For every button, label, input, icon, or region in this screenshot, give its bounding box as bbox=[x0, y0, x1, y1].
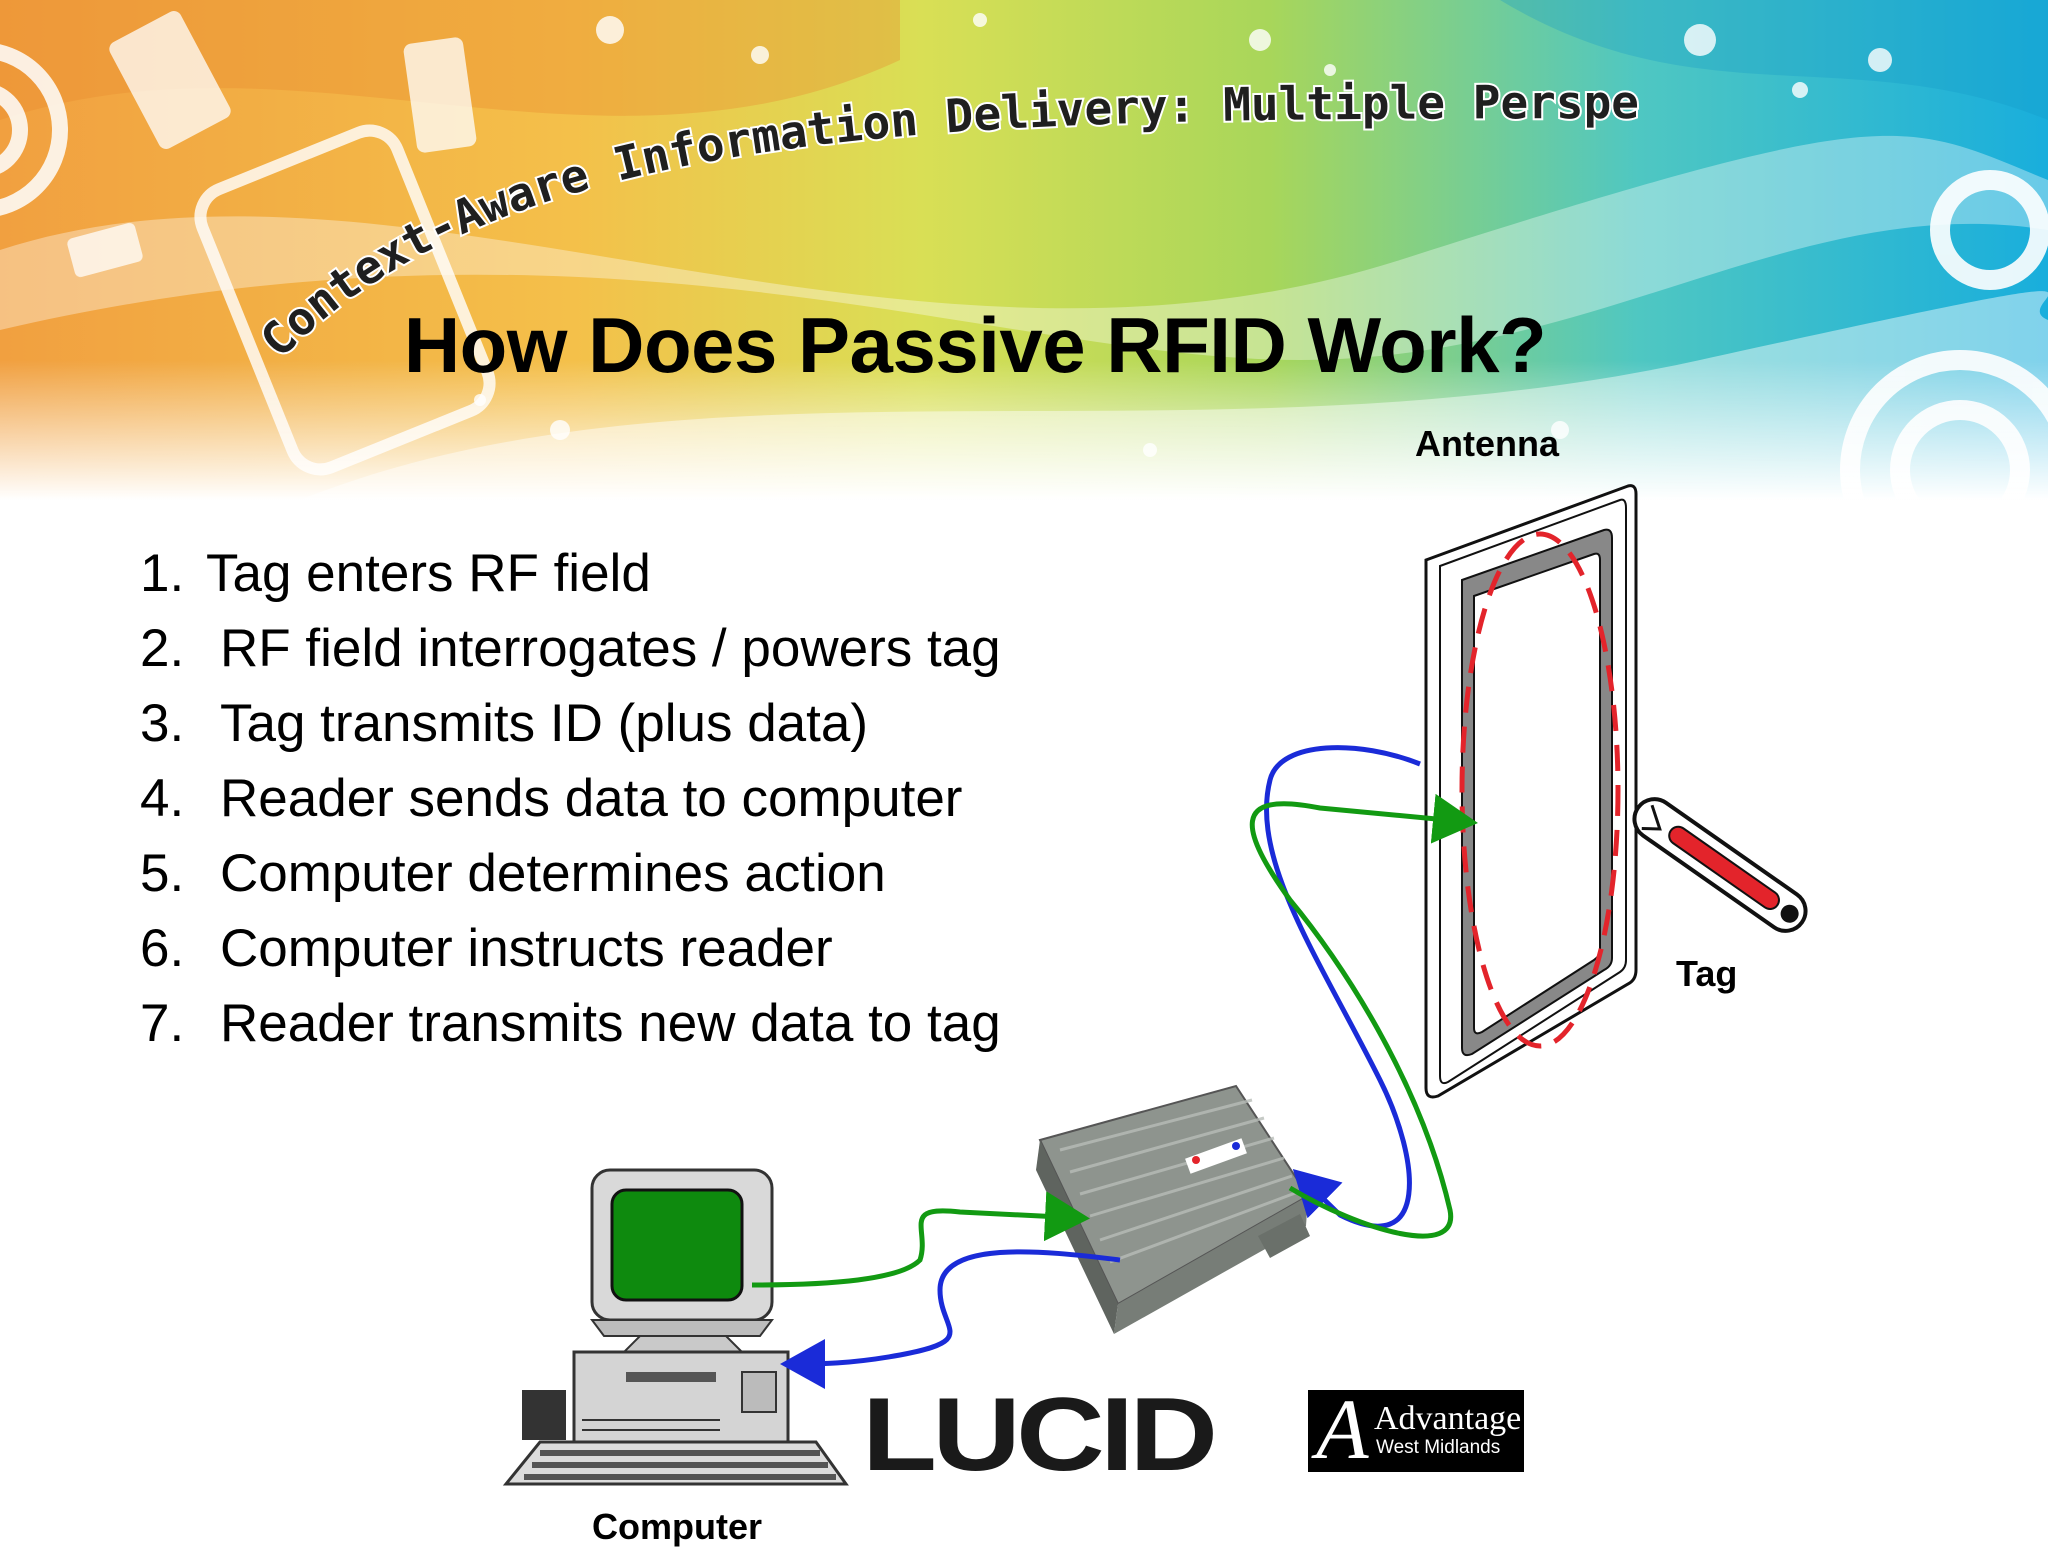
antenna-label: Antenna bbox=[1415, 423, 1559, 464]
step-number: 1. bbox=[140, 544, 185, 603]
rfid-tag bbox=[1632, 797, 1808, 933]
step-text: Tag enters RF field bbox=[206, 544, 651, 603]
advantage-west-midlands-logo: A Advantage West Midlands bbox=[1308, 1390, 1524, 1472]
rf-field-outline bbox=[1459, 531, 1621, 1049]
computer-label: Computer bbox=[592, 1506, 762, 1547]
slide-title: How Does Passive RFID Work? bbox=[403, 301, 1547, 389]
banner-background: Context-Aware Information Delivery: Mult… bbox=[0, 0, 2048, 500]
lucid-logo-text: LUCID bbox=[862, 1377, 1218, 1493]
step-number: 3. bbox=[140, 694, 185, 753]
step-number: 6. bbox=[140, 919, 185, 978]
step-text: Computer determines action bbox=[220, 844, 886, 903]
step-number: 5. bbox=[140, 844, 185, 903]
step-text: RF field interrogates / powers tag bbox=[220, 619, 1001, 678]
steps-list: 1. Tag enters RF field 2. RF field interro… bbox=[140, 536, 1001, 1061]
computer-to-reader-green-path bbox=[751, 1191, 1090, 1288]
antenna-panel bbox=[1424, 484, 1638, 1099]
antenna-to-reader-blue-path bbox=[1264, 745, 1421, 1229]
lucid-logo: LUCID bbox=[862, 1377, 1222, 1493]
list-item: 7. Reader transmits new data to tag bbox=[140, 986, 1001, 1061]
reader-to-antenna-green-path bbox=[1249, 793, 1478, 1239]
computer bbox=[502, 1168, 849, 1486]
step-text: Reader transmits new data to tag bbox=[220, 994, 1001, 1053]
list-item: 6. Computer instructs reader bbox=[140, 911, 1001, 986]
advantage-logo-line2: West Midlands bbox=[1376, 1437, 1501, 1458]
step-number: 2. bbox=[140, 619, 185, 678]
signal-paths bbox=[751, 745, 1478, 1389]
step-text: Computer instructs reader bbox=[220, 919, 833, 978]
step-number: 7. bbox=[140, 994, 185, 1053]
advantage-logo-mark: A bbox=[1316, 1390, 1369, 1472]
list-item: 2. RF field interrogates / powers tag bbox=[140, 611, 1001, 686]
step-number: 4. bbox=[140, 769, 185, 828]
rfid-reader bbox=[1036, 1084, 1310, 1334]
step-text: Reader sends data to computer bbox=[220, 769, 963, 828]
list-item: 1. Tag enters RF field bbox=[140, 536, 1001, 611]
list-item: 5. Computer determines action bbox=[140, 836, 1001, 911]
advantage-logo-line1: Advantage bbox=[1374, 1400, 1522, 1437]
list-item: 3. Tag transmits ID (plus data) bbox=[140, 686, 1001, 761]
tag-label: Tag bbox=[1676, 953, 1738, 994]
reader-to-computer-blue-path bbox=[780, 1249, 1121, 1389]
step-text: Tag transmits ID (plus data) bbox=[220, 694, 869, 753]
list-item: 4. Reader sends data to computer bbox=[140, 761, 1001, 836]
